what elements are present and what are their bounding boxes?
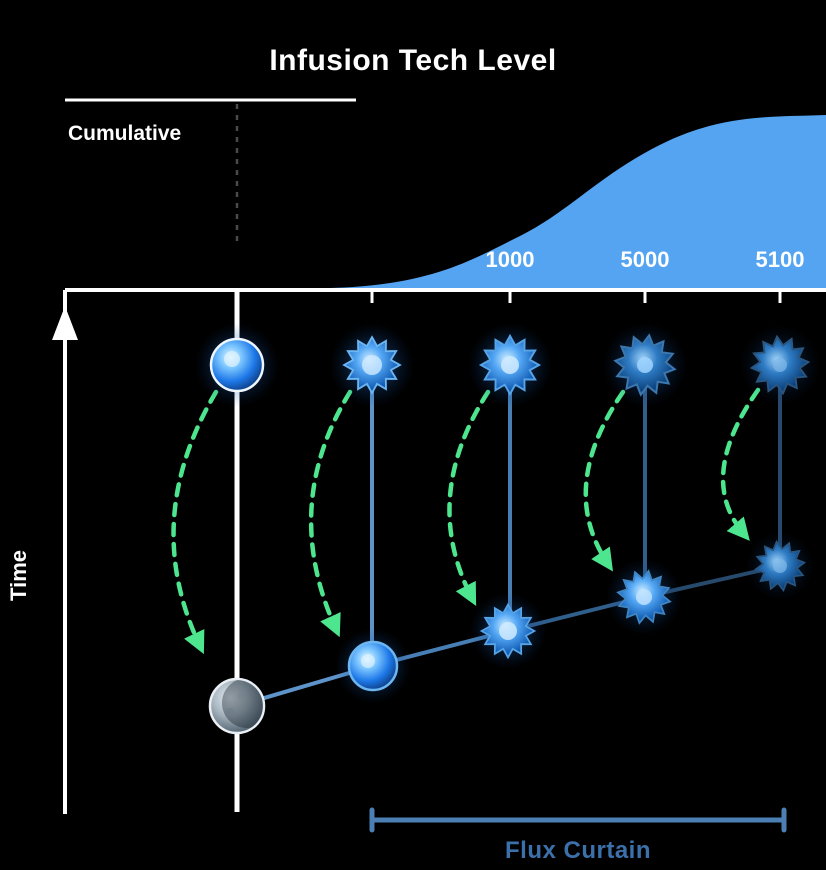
tech-node-bottom-2 blue-orb-icon: [335, 628, 411, 704]
page-title: Infusion Tech Level: [269, 44, 557, 77]
green-unlock-arrows: [171, 387, 761, 655]
unlock-arrow-1: [171, 389, 219, 655]
tech-node-top-2 blue-orb-jagged-icon: [330, 323, 414, 407]
tech-node-bottom-1 moon-icon: [208, 677, 266, 735]
tech-node-bottom-5 dark-burst-icon: [746, 532, 814, 600]
unlock-arrow-4: [583, 389, 626, 572]
cumulative-curve-label: Cumulative: [68, 122, 182, 145]
unlock-arrow-5: [720, 387, 761, 541]
cumulative-curve-area: [330, 115, 826, 288]
time-arrow-up-icon: [52, 306, 78, 340]
x-tick-label-4: 5000: [620, 247, 670, 272]
x-tick-label-3: 1000: [485, 247, 535, 272]
tech-node-top-5 dark-burst-icon: [740, 325, 820, 405]
x-tick-label-5: 5100: [755, 247, 805, 272]
tech-node-bottom-3 blue-burst-icon: [470, 593, 546, 669]
tech-node-top-3 blue-burst-icon: [468, 323, 552, 407]
y-axis-label: Time: [6, 550, 31, 601]
tech-node-bottom-4 blue-burst-icon: [606, 559, 682, 635]
tech-node-top-4 blue-burst-icon: [603, 323, 687, 407]
flux-curtain-label: Flux Curtain: [504, 837, 651, 864]
unlock-arrow-2: [308, 389, 353, 638]
x-axis: [65, 288, 826, 303]
tech-node-top-1 blue-orb-icon: [195, 323, 279, 407]
y-axis: [52, 290, 78, 814]
flux-curtain-bracket: [369, 807, 787, 833]
unlock-arrow-3: [447, 389, 491, 606]
